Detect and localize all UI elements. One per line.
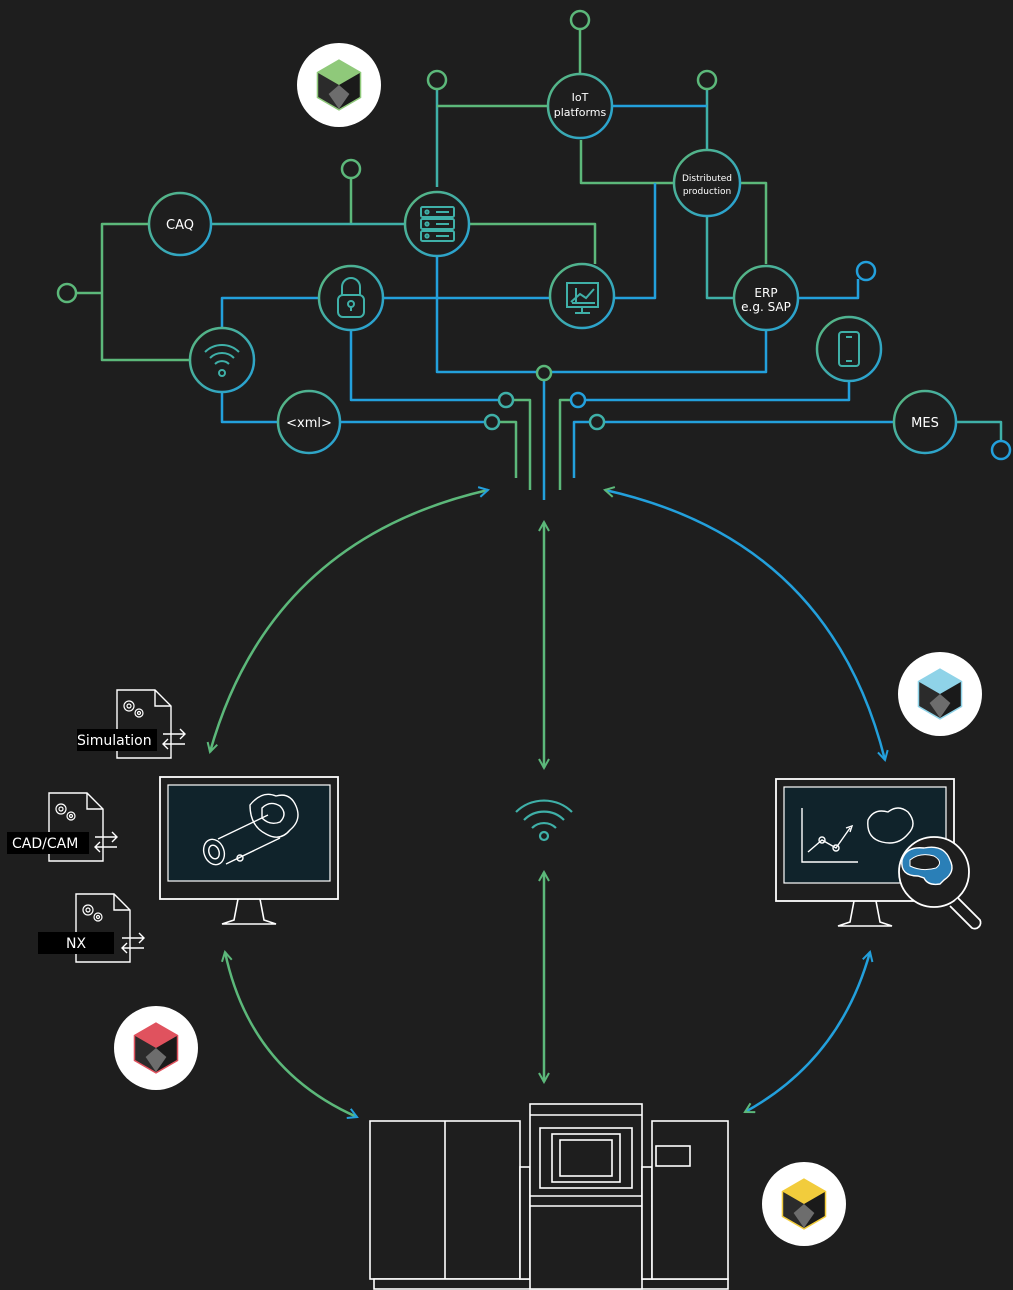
terminal-dot xyxy=(497,391,515,409)
lock-icon xyxy=(337,277,365,318)
mes-label: MES xyxy=(911,416,939,431)
erp-label-line1: ERP xyxy=(754,286,777,300)
document-label: Simulation xyxy=(77,733,152,749)
arrow-right-monitor-machine xyxy=(745,952,870,1114)
terminal-dot xyxy=(569,391,587,409)
hexagon-cube-yellow-icon xyxy=(762,1162,846,1246)
document-label: NX xyxy=(66,936,86,952)
terminal-dot xyxy=(855,260,877,282)
network-connectors xyxy=(76,30,1003,500)
wireless-center-icon xyxy=(515,799,573,842)
distributed-label-line1: Distributed xyxy=(682,174,732,184)
gears-icon xyxy=(123,700,144,718)
document-simulation: Simulation xyxy=(77,689,186,759)
xml-label: <xml> xyxy=(286,416,332,431)
gears-icon xyxy=(82,904,103,922)
node-analytics xyxy=(548,262,616,330)
gears-icon xyxy=(55,803,76,821)
node-caq: CAQ xyxy=(147,191,213,257)
node-distributed-production: Distributed production xyxy=(672,148,742,218)
terminal-dot xyxy=(56,282,78,304)
hexagon-cube-red-icon xyxy=(114,1006,198,1090)
terminal-dot xyxy=(569,9,591,31)
node-mes: MES xyxy=(892,389,958,455)
terminal-dot xyxy=(426,69,448,91)
document-cad-cam: CAD/CAM xyxy=(7,792,118,862)
graph-part-icon xyxy=(801,807,914,863)
node-wireless xyxy=(188,326,256,394)
terminal-dot xyxy=(990,439,1012,461)
chart-monitor-icon xyxy=(566,282,599,314)
additive-manufacturing-machine xyxy=(369,1103,729,1290)
arrow-hub-left-monitor xyxy=(210,490,488,752)
sync-arrows-icon xyxy=(94,831,118,853)
document-label: CAD/CAM xyxy=(12,836,78,852)
terminal-dot xyxy=(588,413,606,431)
terminal-dot xyxy=(340,158,362,180)
iot-label-line2: platforms xyxy=(554,106,607,119)
data-flow-arrows xyxy=(210,490,885,1117)
terminal-dot xyxy=(483,413,501,431)
analytics-workstation-monitor xyxy=(775,778,982,930)
node-erp: ERP e.g. SAP xyxy=(732,264,800,332)
sync-arrows-icon xyxy=(121,932,145,954)
arrow-left-monitor-machine xyxy=(225,952,357,1117)
caq-label: CAQ xyxy=(166,218,194,233)
magnifier-icon xyxy=(898,836,982,930)
terminal-dot xyxy=(535,364,553,382)
sync-arrows-icon xyxy=(162,728,186,750)
server-icon xyxy=(420,206,455,242)
arrow-hub-right-monitor xyxy=(605,490,885,760)
node-mobile xyxy=(815,315,883,383)
wifi-icon xyxy=(204,343,240,377)
cad-workstation-monitor xyxy=(159,776,339,925)
erp-label-line2: e.g. SAP xyxy=(741,300,791,314)
document-nx: NX xyxy=(38,893,145,963)
terminal-dots xyxy=(56,9,1012,461)
iot-label-line1: IoT xyxy=(572,91,589,104)
distributed-label-line2: production xyxy=(683,187,731,197)
node-server xyxy=(403,190,471,258)
node-security xyxy=(317,264,385,332)
hexagon-cube-green-icon xyxy=(297,43,381,127)
part-model-icon xyxy=(202,793,299,866)
terminal-dot xyxy=(696,69,718,91)
hexagon-cube-blue-icon xyxy=(898,652,982,736)
smartphone-icon xyxy=(838,331,860,367)
node-iot-platforms: IoT platforms xyxy=(546,72,614,140)
node-xml: <xml> xyxy=(276,389,342,455)
